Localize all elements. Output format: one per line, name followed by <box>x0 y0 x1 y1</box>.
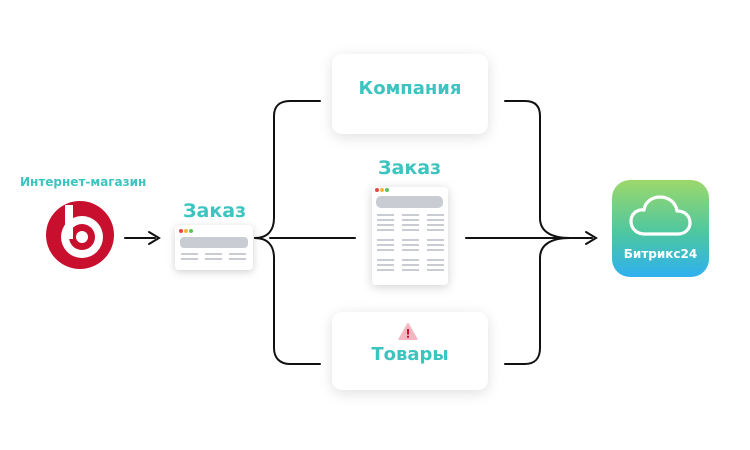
doc-row-line <box>377 224 394 226</box>
doc-row-line <box>402 219 419 221</box>
doc-row-line <box>427 259 444 261</box>
shop-label: Интернет-магазин <box>20 175 147 189</box>
branch-connector-left <box>254 100 321 239</box>
doc-row-line <box>427 224 444 226</box>
goods-label: Товары <box>371 344 449 365</box>
company-label: Компания <box>358 78 462 99</box>
doc-row-line <box>377 259 394 261</box>
doc-row-line <box>402 269 419 271</box>
doc-row-line <box>427 249 444 251</box>
arrowhead-shop-to-order <box>148 231 161 245</box>
merge-connector-top <box>504 100 571 239</box>
doc-row-line <box>377 244 394 246</box>
doc-row-line <box>377 239 394 241</box>
arrowhead-to-bitrix24 <box>585 231 598 245</box>
doc-row-line <box>377 219 394 221</box>
connector-lines <box>124 100 598 365</box>
order-document-center <box>372 187 448 285</box>
doc-row-line <box>377 249 394 251</box>
doc-row-line <box>402 249 419 251</box>
doc-row-line <box>427 229 444 231</box>
bitrix24-app-tile: Битрикс24 <box>612 180 709 277</box>
warning-icon <box>398 323 418 340</box>
doc-row-line <box>427 264 444 266</box>
doc-row-line <box>427 214 444 216</box>
doc-row-line <box>427 269 444 271</box>
doc-row-line <box>402 259 419 261</box>
doc-row-line <box>427 219 444 221</box>
cloud-icon <box>629 195 692 236</box>
doc-row-line <box>377 214 394 216</box>
doc-row-line <box>402 239 419 241</box>
bitrix24-label: Битрикс24 <box>623 247 698 261</box>
order-small-label: Заказ <box>183 200 247 222</box>
doc-row-line <box>377 269 394 271</box>
1c-bitrix-logo-icon <box>46 201 114 269</box>
doc-row-line <box>402 264 419 266</box>
doc-row-line <box>402 244 419 246</box>
goods-card: Товары <box>332 312 488 390</box>
doc-row-line <box>377 229 394 231</box>
doc-row-line <box>377 264 394 266</box>
doc-row-line <box>402 214 419 216</box>
branch-connector-left-lower <box>254 237 321 365</box>
company-card: Компания <box>332 54 488 134</box>
order-document-small <box>175 225 253 270</box>
merge-connector-bottom <box>504 237 571 365</box>
order-center-label: Заказ <box>378 157 442 179</box>
doc-row-line <box>402 229 419 231</box>
doc-row-line <box>427 244 444 246</box>
doc-row-line <box>427 239 444 241</box>
doc-row-line <box>402 224 419 226</box>
